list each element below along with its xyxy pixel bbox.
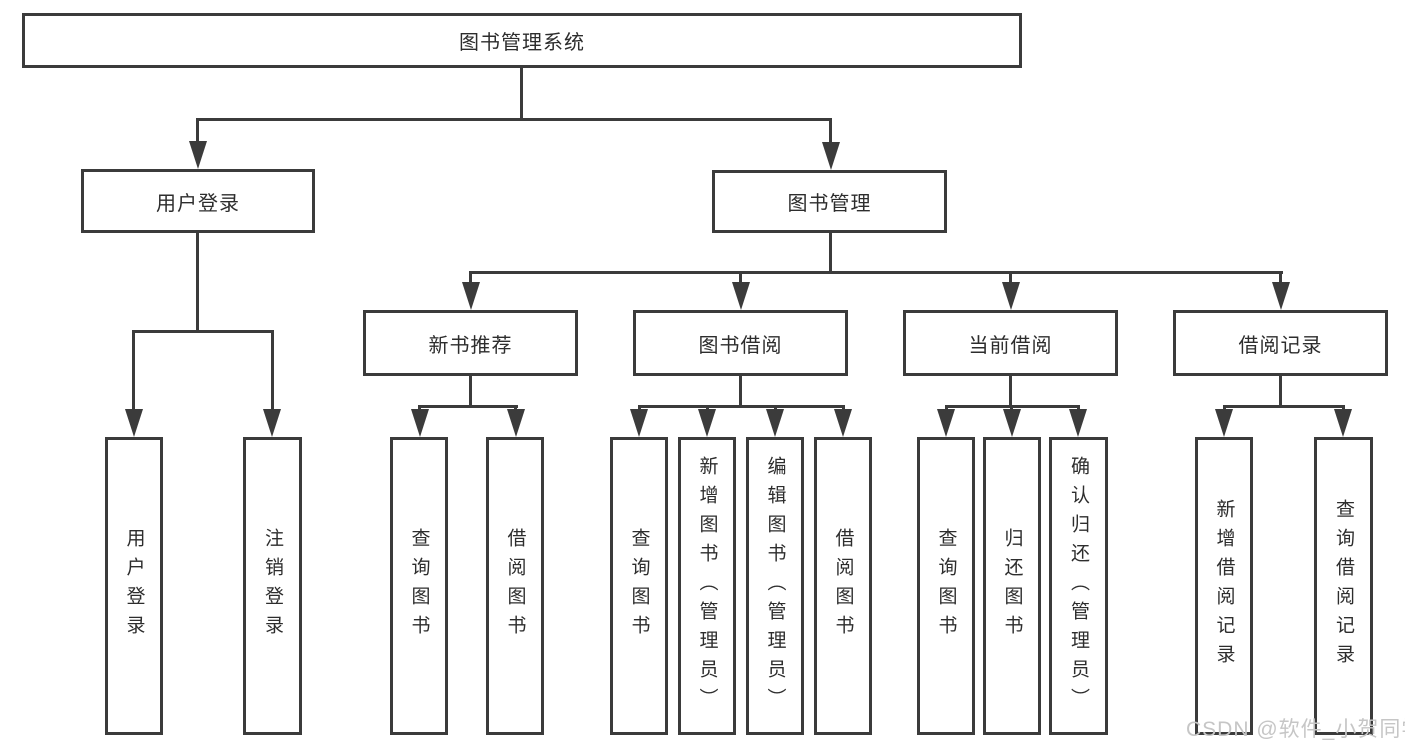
arrow-down-icon: [1003, 409, 1021, 437]
node-library-system: 图书管理系统: [22, 13, 1022, 68]
leaf-query-books-borrowing: 查询图书: [610, 437, 668, 735]
connector-line: [774, 405, 777, 411]
leaf-return-books: 归还图书: [983, 437, 1041, 735]
connector-line: [1009, 374, 1012, 407]
connector-line: [945, 405, 948, 411]
arrow-down-icon: [698, 409, 716, 437]
node-book-borrowing: 图书借阅: [633, 310, 848, 376]
leaf-add-books-admin: 新增图书（管理员）: [678, 437, 736, 735]
leaf-label: 确认归还（管理员）: [1068, 455, 1089, 717]
leaf-borrow-books: 借阅图书: [814, 437, 872, 735]
connector-line: [829, 118, 832, 144]
connector-line: [418, 405, 421, 411]
leaf-label: 新增借阅记录: [1213, 499, 1235, 673]
leaf-label: 借阅图书: [832, 528, 854, 644]
node-user-login: 用户登录: [81, 169, 315, 233]
node-label: 用户登录: [156, 192, 240, 215]
connector-line: [638, 405, 844, 408]
connector-line: [469, 374, 472, 407]
leaf-label: 用户登录: [123, 528, 145, 644]
leaf-confirm-return-admin: 确认归还（管理员）: [1049, 437, 1108, 735]
connector-line: [271, 330, 274, 410]
connector-line: [1342, 405, 1345, 411]
node-label: 图书管理: [787, 193, 872, 215]
leaf-label: 查询图书: [935, 528, 957, 644]
arrow-down-icon: [732, 282, 750, 310]
csdn-watermark: CSDN @软件_小贺同学: [1186, 718, 1405, 741]
leaf-label: 注销登录: [262, 528, 283, 644]
arrow-down-icon: [1069, 409, 1087, 437]
connector-line: [739, 271, 742, 284]
connector-line: [1010, 405, 1013, 411]
connector-line: [132, 330, 274, 333]
connector-line: [638, 405, 641, 411]
leaf-label: 归还图书: [1001, 528, 1023, 644]
connector-line: [469, 271, 1283, 274]
node-label: 当前借阅: [968, 334, 1053, 357]
leaf-label: 查询借阅记录: [1333, 499, 1354, 673]
arrow-down-icon: [1272, 282, 1290, 310]
leaf-logout: 注销登录: [243, 437, 302, 735]
arrow-down-icon: [834, 409, 852, 437]
connector-line: [514, 405, 517, 411]
arrow-down-icon: [263, 409, 281, 437]
leaf-borrow-books-recommend: 借阅图书: [486, 437, 544, 735]
connector-line: [842, 405, 845, 411]
leaf-add-borrow-record: 新增借阅记录: [1195, 437, 1253, 735]
node-current-borrowing: 当前借阅: [903, 310, 1118, 376]
node-label: 借阅记录: [1238, 334, 1323, 357]
connector-line: [196, 118, 199, 144]
arrow-down-icon: [411, 409, 429, 437]
leaf-edit-books-admin: 编辑图书（管理员）: [746, 437, 804, 735]
connector-line: [1279, 271, 1282, 284]
arrow-down-icon: [1334, 409, 1352, 437]
node-label: 图书管理系统: [459, 32, 585, 54]
arrow-down-icon: [630, 409, 648, 437]
connector-line: [1223, 405, 1226, 411]
leaf-label: 新增图书（管理员）: [696, 455, 718, 717]
arrow-down-icon: [822, 142, 840, 170]
connector-line: [469, 271, 472, 284]
connector-line: [1223, 405, 1345, 408]
leaf-label: 查询图书: [408, 528, 430, 644]
connector-line: [196, 118, 832, 121]
node-new-book-recommend: 新书推荐: [363, 310, 578, 376]
connector-line: [1279, 374, 1282, 407]
connector-line: [829, 231, 832, 273]
connector-line: [739, 374, 742, 407]
connector-line: [196, 231, 199, 333]
connector-line: [132, 330, 135, 410]
arrow-down-icon: [937, 409, 955, 437]
connector-line: [1077, 405, 1080, 411]
connector-line: [520, 66, 523, 120]
connector-line: [1009, 271, 1012, 284]
leaf-label: 借阅图书: [504, 528, 526, 644]
arrow-down-icon: [462, 282, 480, 310]
node-label: 新书推荐: [428, 334, 513, 357]
leaf-query-borrow-record: 查询借阅记录: [1314, 437, 1373, 735]
leaf-label: 查询图书: [628, 528, 650, 644]
leaf-query-books-recommend: 查询图书: [390, 437, 448, 735]
connector-line: [706, 405, 709, 411]
arrow-down-icon: [507, 409, 525, 437]
arrow-down-icon: [189, 141, 207, 169]
leaf-query-books-current: 查询图书: [917, 437, 975, 735]
arrow-down-icon: [125, 409, 143, 437]
connector-line: [418, 405, 518, 408]
leaf-user-login: 用户登录: [105, 437, 163, 735]
node-book-management: 图书管理: [712, 170, 947, 233]
arrow-down-icon: [766, 409, 784, 437]
node-label: 图书借阅: [698, 334, 783, 357]
arrow-down-icon: [1002, 282, 1020, 310]
node-borrow-records: 借阅记录: [1173, 310, 1388, 376]
leaf-label: 编辑图书（管理员）: [764, 455, 786, 717]
arrow-down-icon: [1215, 409, 1233, 437]
